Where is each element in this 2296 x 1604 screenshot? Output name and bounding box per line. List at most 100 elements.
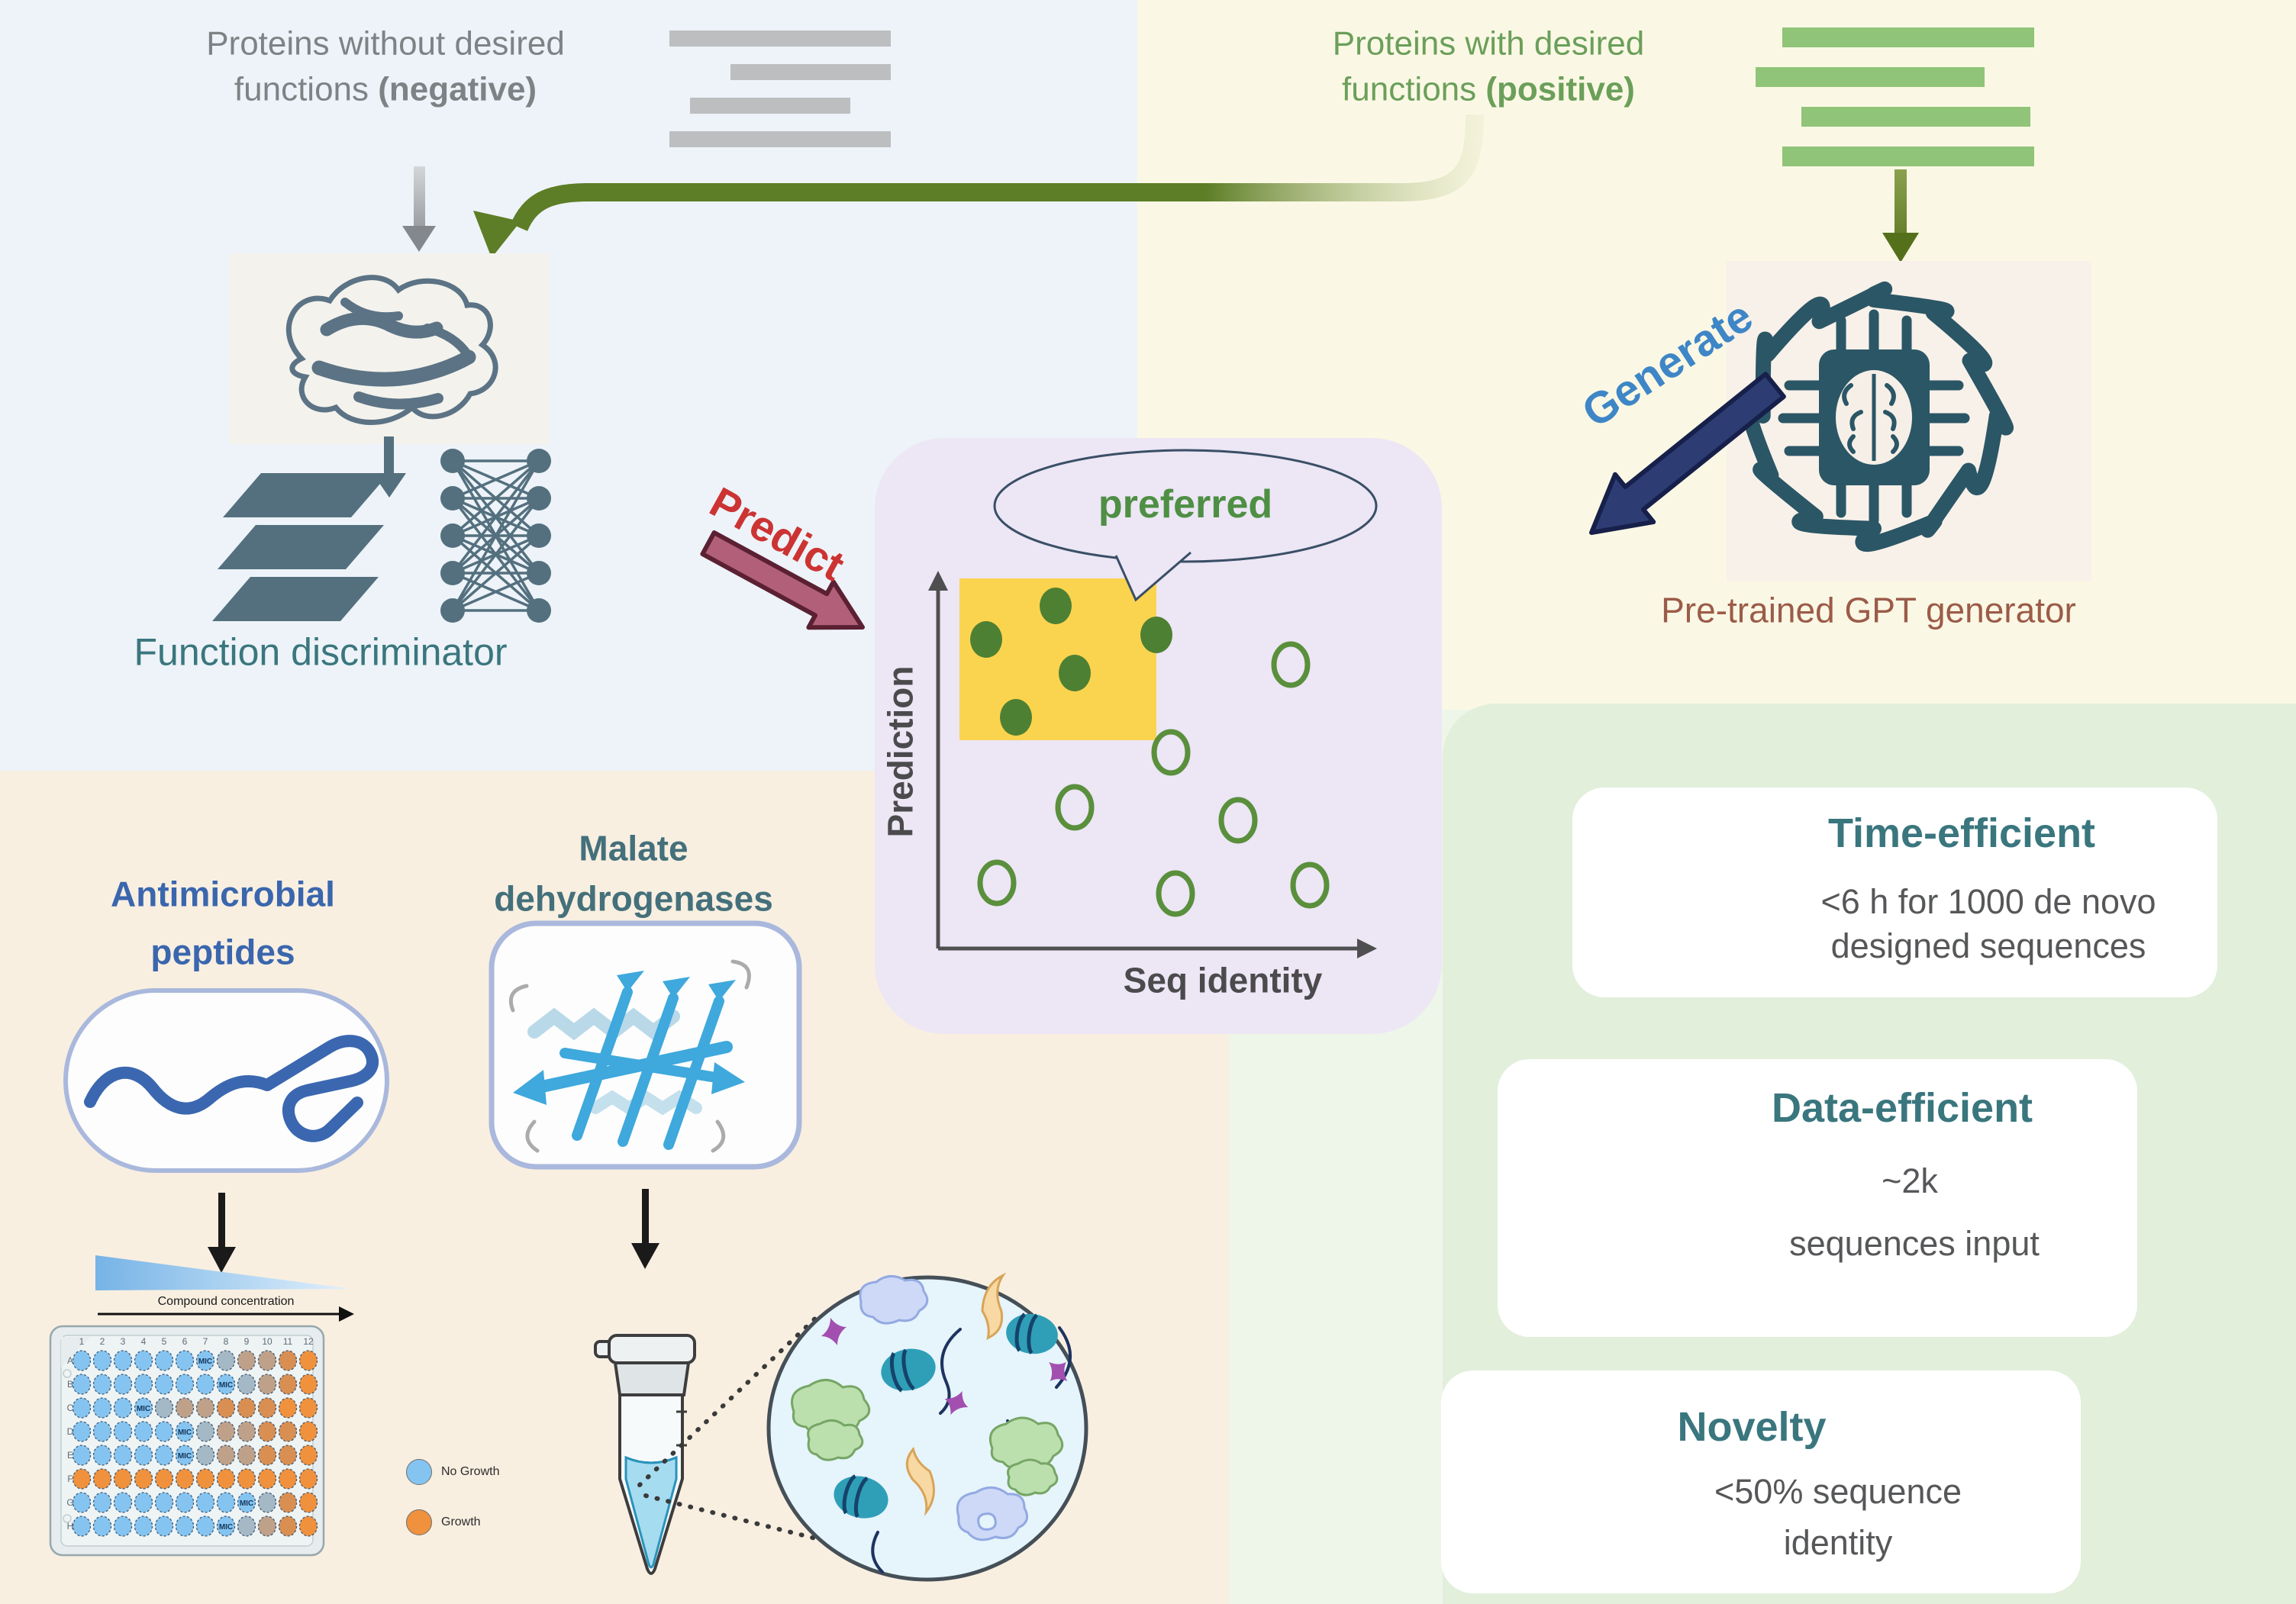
well — [175, 1397, 195, 1419]
well — [134, 1492, 153, 1513]
column-label: 2 — [100, 1336, 105, 1347]
well — [257, 1445, 277, 1466]
protein-ribbon-icon — [229, 253, 550, 444]
row-label: A — [67, 1355, 73, 1366]
arrow-mdh-down — [631, 1189, 659, 1269]
well — [216, 1421, 236, 1442]
sequence-bar — [1782, 27, 2034, 47]
card-data-title: Data-efficient — [1771, 1084, 2033, 1131]
brain-icon — [1836, 370, 1912, 465]
well — [175, 1492, 195, 1513]
well — [92, 1374, 112, 1395]
well — [92, 1468, 112, 1490]
scatter-axes — [936, 585, 1365, 951]
positive-sequences-icon — [1756, 27, 2034, 166]
column-label: 7 — [203, 1336, 208, 1347]
row-label: D — [67, 1426, 74, 1437]
well — [72, 1374, 92, 1395]
candidate-point — [1218, 797, 1258, 844]
well — [298, 1350, 318, 1371]
card-time-title: Time-efficient — [1827, 810, 2096, 856]
row-label: E — [67, 1450, 73, 1461]
column-label: 10 — [262, 1336, 272, 1347]
scatter-panel — [875, 438, 1442, 1034]
well — [257, 1468, 277, 1490]
well — [278, 1350, 298, 1371]
column-label: 11 — [283, 1336, 293, 1347]
header-positive-line1: Proteins with desired — [1332, 24, 1645, 63]
well — [237, 1421, 256, 1442]
well — [195, 1492, 215, 1513]
column-label: 3 — [121, 1336, 126, 1347]
card-novelty-title: Novelty — [1677, 1403, 1827, 1450]
well — [92, 1445, 112, 1466]
scatter-filled-points — [970, 588, 1172, 736]
well — [278, 1421, 298, 1442]
well — [195, 1421, 215, 1442]
candidate-point — [1271, 641, 1311, 688]
well — [195, 1350, 215, 1371]
legend-swatch — [406, 1509, 432, 1535]
card-time-efficient — [1572, 788, 2217, 997]
well — [298, 1397, 318, 1419]
well — [134, 1350, 153, 1371]
amp-title-line1: Antimicrobial — [111, 874, 335, 914]
mic-label: MIC — [240, 1499, 253, 1508]
well — [237, 1468, 256, 1490]
well — [113, 1421, 133, 1442]
well — [92, 1515, 112, 1537]
card-data-body1: ~2k — [1882, 1161, 1938, 1201]
well — [278, 1397, 298, 1419]
preferred-point — [1059, 655, 1091, 691]
sample-spools — [834, 1313, 1058, 1519]
arrow-amp-down — [208, 1193, 236, 1273]
card-data-efficient — [1498, 1059, 2137, 1337]
well — [72, 1397, 92, 1419]
card-data-body2: sequences input — [1789, 1224, 2040, 1264]
well — [237, 1350, 256, 1371]
well — [92, 1492, 112, 1513]
sequence-bar — [669, 31, 891, 47]
well — [72, 1468, 92, 1490]
mic-label: MIC — [198, 1358, 212, 1366]
chip-icon — [1778, 309, 1970, 526]
legend-label: Growth — [441, 1515, 481, 1528]
well — [257, 1350, 277, 1371]
well — [257, 1515, 277, 1537]
candidate-point — [1156, 870, 1195, 917]
well — [237, 1445, 256, 1466]
sequence-bar — [1782, 147, 2034, 166]
well — [175, 1468, 195, 1490]
preferred-point — [1000, 699, 1032, 736]
well — [278, 1492, 298, 1513]
layer-shape — [218, 525, 384, 569]
header-negative-line2: functions (negative) — [234, 70, 537, 108]
legend-item: No Growth — [406, 1459, 499, 1485]
candidate-point — [1055, 784, 1095, 831]
sample-purple-glyphs — [821, 1318, 1068, 1416]
header-positive-line2: functions (positive) — [1342, 70, 1635, 108]
y-axis-label: Prediction — [880, 665, 921, 838]
well — [237, 1374, 256, 1395]
well — [216, 1374, 236, 1395]
sequence-bar — [1756, 67, 1985, 87]
well — [195, 1468, 215, 1490]
well — [298, 1445, 318, 1466]
well — [257, 1492, 277, 1513]
row-label: G — [66, 1497, 73, 1508]
well — [72, 1492, 92, 1513]
column-label: 6 — [182, 1336, 188, 1347]
well — [278, 1445, 298, 1466]
well — [195, 1515, 215, 1537]
well — [278, 1515, 298, 1537]
well — [175, 1374, 195, 1395]
legend-label: No Growth — [441, 1465, 500, 1478]
row-label: F — [67, 1474, 73, 1484]
preferred-point — [1140, 617, 1172, 653]
concentration-label: Compound concentration — [157, 1294, 295, 1308]
well — [134, 1445, 153, 1466]
well — [134, 1515, 153, 1537]
well — [216, 1492, 236, 1513]
